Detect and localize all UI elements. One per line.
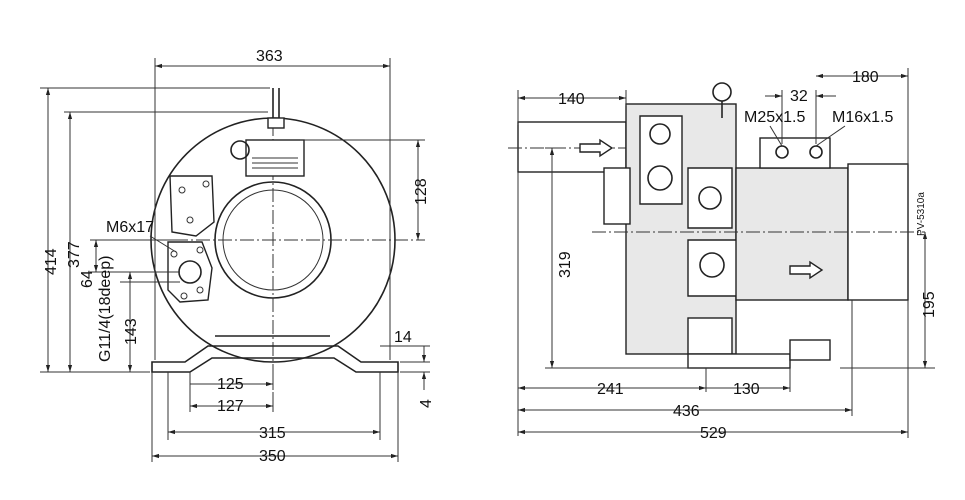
terminal-box-side [759, 137, 831, 169]
dim-32: 32 [790, 88, 808, 105]
dim-319: 319 [557, 251, 574, 278]
inlet-flow-arrow [579, 138, 614, 158]
dim-64: 64 [79, 270, 96, 288]
dim-363: 363 [256, 48, 283, 65]
dim-195: 195 [921, 291, 938, 318]
base-side [687, 353, 791, 369]
eye-bolt [712, 82, 732, 102]
label-g-thread: G11/4(18deep) [97, 256, 114, 362]
dim-241: 241 [597, 381, 624, 398]
dim-529: 529 [700, 425, 727, 442]
label-m25: M25x1.5 [744, 109, 805, 126]
dim-377: 377 [66, 241, 83, 268]
dim-350: 350 [259, 448, 286, 465]
dim-315: 315 [259, 425, 286, 442]
dim-143: 143 [123, 318, 140, 345]
outlet-flow-arrow [789, 260, 824, 280]
base-feet [151, 345, 399, 373]
label-m16: M16x1.5 [832, 109, 893, 126]
side-plate-upper [169, 175, 215, 237]
dim-130: 130 [733, 381, 760, 398]
dim-140: 140 [558, 91, 585, 108]
dim-414: 414 [43, 248, 60, 275]
dim-4: 4 [418, 399, 435, 408]
drawing-number: PV-5310a [916, 192, 927, 236]
dim-14: 14 [394, 329, 412, 346]
motor [735, 167, 849, 301]
dim-128: 128 [413, 178, 430, 205]
front-view: 363 414 377 128 M6x17 64 G11/4(18deep) 1… [40, 48, 435, 465]
dim-127: 127 [217, 398, 244, 415]
label-m6x17: M6x17 [106, 219, 154, 236]
dim-125: 125 [217, 376, 244, 393]
side-view: 140 32 180 M25x1.5 M16x1.5 PV-5310a 319 … [508, 68, 938, 442]
dim-436: 436 [673, 403, 700, 420]
dim-180: 180 [852, 69, 879, 86]
